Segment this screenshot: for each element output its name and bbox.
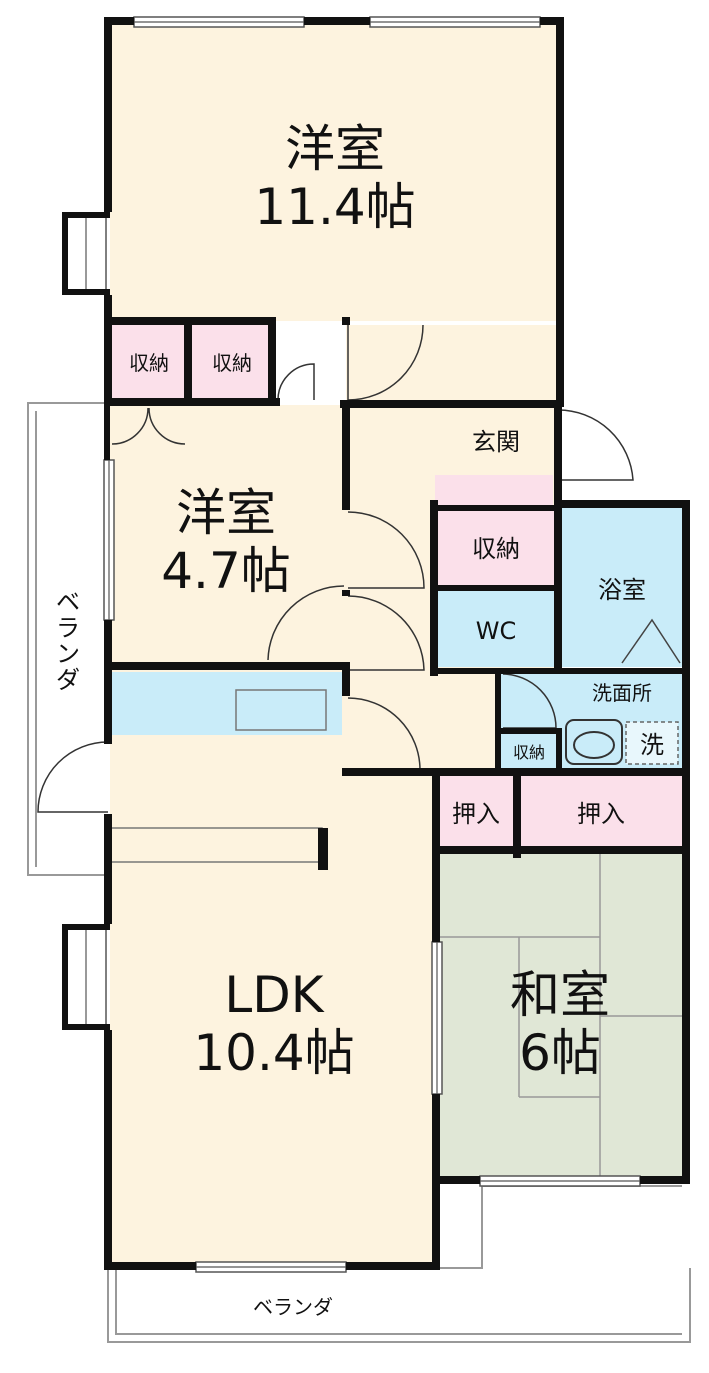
balcony-left-char-3: ン (56, 640, 80, 668)
storage-3-fill (437, 509, 554, 587)
bath-label: 浴室 (598, 576, 646, 604)
room-japanese-size: 6帖 (519, 1024, 601, 1082)
room-western-11-size: 11.4帖 (254, 178, 415, 236)
room-western-4-name: 洋室 (176, 484, 276, 542)
room-western-4-fill (110, 405, 346, 667)
washer-label: 洗 (640, 731, 664, 759)
washbasin-icon (565, 719, 623, 765)
door-swings (37, 324, 634, 813)
window-sash-lines (85, 21, 640, 1268)
tatami-lines (439, 854, 684, 1178)
closet-1-fill (437, 772, 515, 850)
washroom-label: 洗面所 (592, 681, 652, 705)
kitchen-counter-fill (110, 672, 342, 735)
balcony-left-char-1: ベ (56, 588, 80, 616)
entrance-fill (435, 405, 558, 475)
entrance-label: 玄関 (472, 428, 520, 456)
bathtub-triangle-icon (621, 618, 681, 664)
storage-1-label: 収納 (129, 351, 169, 375)
ldk-fill (110, 667, 437, 1266)
balcony-left-label: ベ ラ ン ダ (56, 588, 80, 694)
balcony-left-char-4: ダ (56, 666, 80, 694)
entrance-step-fill (435, 475, 553, 505)
balcony-left (27, 402, 108, 876)
room-western-4-size: 4.7帖 (161, 542, 291, 600)
storage-2-fill (190, 325, 272, 400)
storage-3-label: 収納 (472, 535, 520, 563)
room-ldk-name: LDK (224, 966, 324, 1024)
storage-4-label: 収納 (513, 743, 545, 762)
closet-1-label: 押入 (452, 800, 500, 828)
washer-pan (625, 721, 679, 765)
room-western-11-name: 洋室 (285, 120, 385, 178)
walls (62, 17, 690, 1270)
storage-1-fill (110, 325, 186, 400)
wc-fill (437, 591, 554, 667)
room-western-11-fill (110, 24, 560, 321)
balcony-left-char-2: ラ (56, 614, 80, 642)
closet-2-label: 押入 (577, 800, 625, 828)
range-hood-mark (318, 828, 328, 870)
wc-label: WC (476, 617, 517, 645)
balcony-bottom-label: ベランダ (253, 1295, 333, 1319)
storage-2-label: 収納 (212, 351, 252, 375)
room-ldk-size: 10.4帖 (193, 1024, 354, 1082)
bath-fill (560, 505, 684, 667)
room-japanese-name: 和室 (510, 966, 610, 1024)
closet-2-fill (519, 772, 684, 850)
